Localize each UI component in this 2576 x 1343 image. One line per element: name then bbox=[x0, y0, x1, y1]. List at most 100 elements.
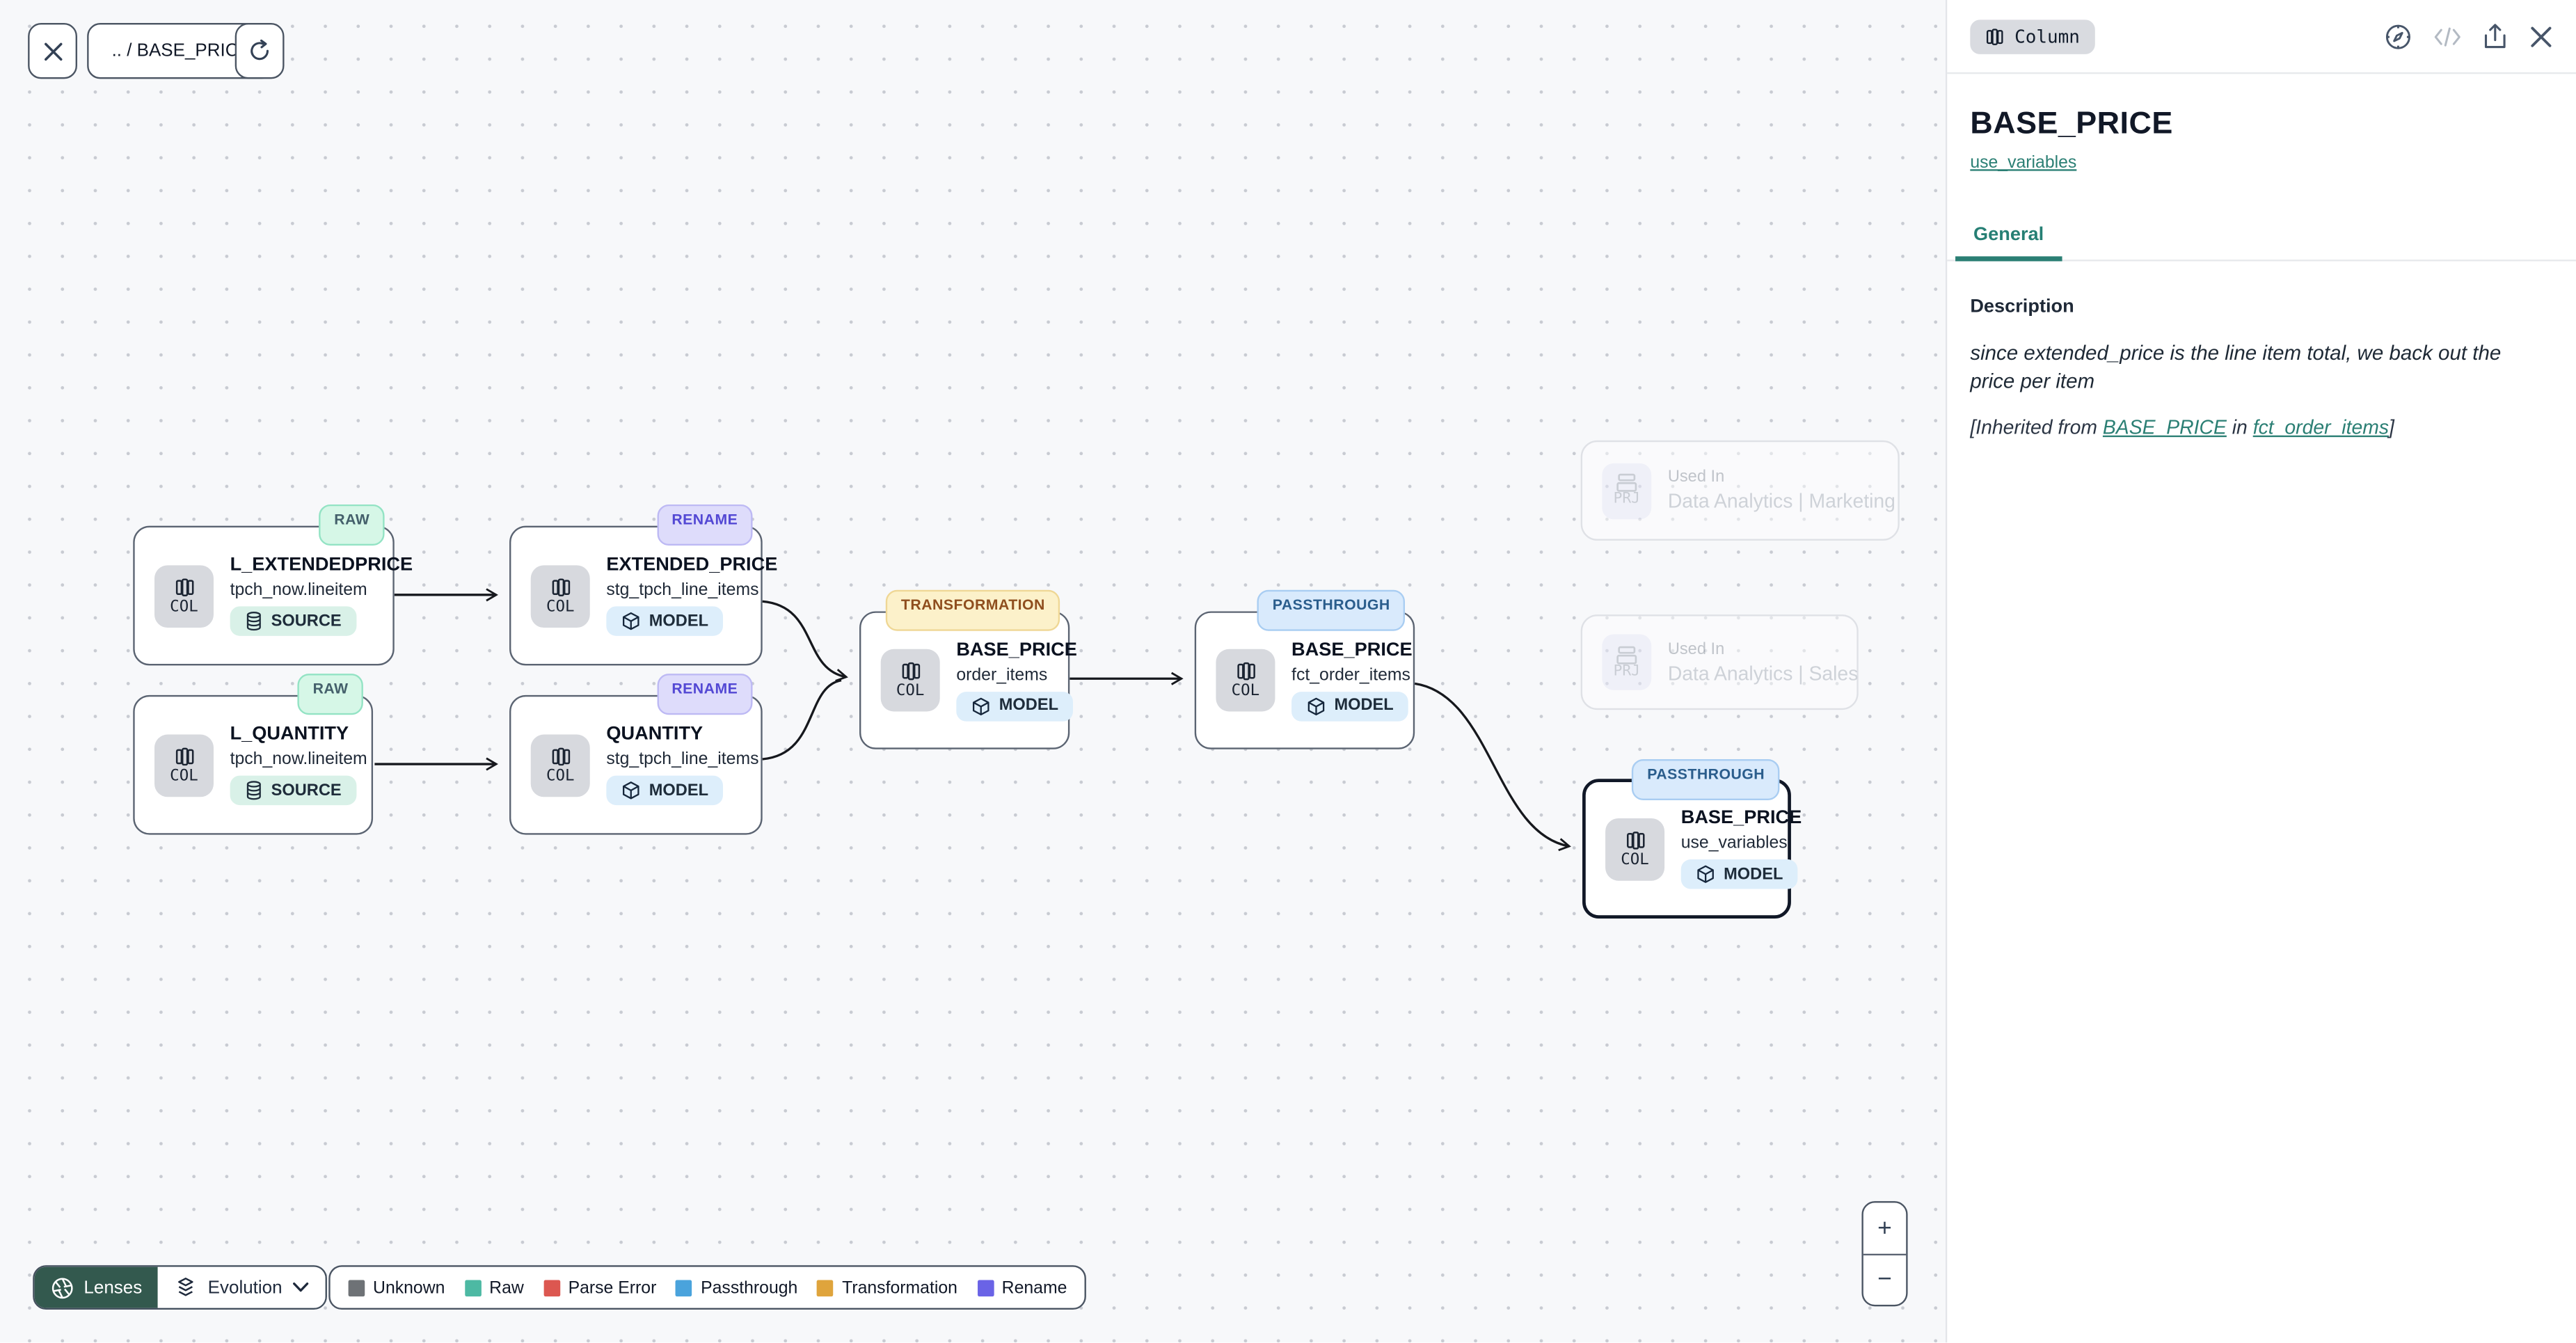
zoom-controls: + − bbox=[1861, 1201, 1908, 1307]
column-type-chip: COL bbox=[1605, 817, 1665, 880]
project-chip-label: PRJ bbox=[1613, 662, 1640, 680]
close-icon bbox=[2531, 26, 2552, 47]
node-title: BASE_PRICE bbox=[1291, 639, 1413, 660]
node-l-extendedprice[interactable]: RAW COL L_EXTENDEDPRICE tpch_now.lineite… bbox=[133, 504, 413, 666]
source-chip-label: SOURCE bbox=[271, 781, 342, 800]
breadcrumb-label: .. / BASE_PRICE bbox=[111, 41, 251, 61]
node-subtitle: stg_tpch_line_items bbox=[606, 580, 759, 600]
panel-header-icons bbox=[2384, 22, 2553, 50]
lineage-canvas[interactable]: .. / BASE_PRICE PRJ Used In Data Analyti… bbox=[0, 0, 1946, 1343]
column-type-chip: COL bbox=[530, 564, 590, 627]
share-icon bbox=[2484, 23, 2506, 47]
cube-icon bbox=[972, 697, 989, 715]
column-icon bbox=[175, 747, 193, 765]
node-base-price-fct-order-items[interactable]: PASSTHROUGH COL BASE_PRICE fct_order_ite… bbox=[1194, 589, 1415, 749]
column-chip-label: COL bbox=[170, 766, 198, 785]
lenses-button-label: Lenses bbox=[84, 1277, 143, 1298]
node-subtitle: fct_order_items bbox=[1291, 665, 1410, 685]
column-icon bbox=[551, 747, 569, 765]
column-type-chip: COL bbox=[154, 733, 214, 797]
used-in-title: Data Analytics | Marketing bbox=[1667, 489, 1895, 513]
inherited-mid: in bbox=[2226, 415, 2253, 439]
edge-fct-order-items-to-use-variables bbox=[1414, 682, 1571, 852]
column-chip-label: COL bbox=[170, 597, 198, 616]
model-chip: MODEL bbox=[606, 606, 724, 636]
description-text: since extended_price is the line item to… bbox=[1970, 342, 2502, 393]
legend-item: Transformation bbox=[817, 1278, 957, 1297]
model-chip: MODEL bbox=[1291, 690, 1408, 721]
explore-button[interactable] bbox=[2384, 22, 2412, 50]
column-type-chip: COL bbox=[1216, 649, 1275, 712]
aperture-icon bbox=[51, 1277, 73, 1298]
legend: Unknown Raw Parse Error Passthrough Tran… bbox=[328, 1265, 1087, 1310]
legend-swatch-parse-error bbox=[543, 1279, 560, 1296]
zoom-out-button[interactable]: − bbox=[1877, 1265, 1892, 1294]
node-base-price-use-variables[interactable]: PASSTHROUGH COL BASE_PRICE use_variables… bbox=[1582, 758, 1802, 919]
node-title: L_EXTENDEDPRICE bbox=[230, 555, 413, 575]
node-title: BASE_PRICE bbox=[956, 639, 1077, 660]
model-link[interactable]: use_variables bbox=[1970, 152, 2077, 173]
column-type-chip: COL bbox=[530, 733, 590, 797]
tab-general[interactable]: General bbox=[1955, 215, 2062, 262]
inherited-suffix: ] bbox=[2388, 415, 2394, 439]
legend-item: Rename bbox=[977, 1278, 1067, 1297]
node-quantity[interactable]: RENAME COL QUANTITY stg_tpch_line_items … bbox=[509, 674, 763, 835]
cube-icon bbox=[623, 781, 639, 800]
node-l-quantity[interactable]: RAW COL L_QUANTITY tpch_now.lineitem SOU… bbox=[133, 674, 374, 835]
node-badge: RAW bbox=[319, 504, 385, 546]
inherited-prefix: [Inherited from bbox=[1970, 415, 2103, 439]
project-chip: PRJ bbox=[1602, 462, 1652, 519]
layers-icon bbox=[179, 1276, 194, 1296]
source-chip-label: SOURCE bbox=[271, 612, 342, 630]
cube-icon bbox=[1307, 697, 1325, 715]
node-subtitle: stg_tpch_line_items bbox=[606, 749, 759, 770]
compass-icon bbox=[2385, 24, 2410, 49]
view-code-button[interactable] bbox=[2433, 26, 2461, 47]
panel-title: BASE_PRICE bbox=[1970, 106, 2173, 142]
node-title: L_QUANTITY bbox=[230, 724, 349, 745]
lenses-button[interactable]: Lenses bbox=[34, 1266, 159, 1308]
column-chip-label: COL bbox=[896, 681, 925, 700]
node-subtitle: tpch_now.lineitem bbox=[230, 749, 367, 770]
edge-extended-price-to-base-price bbox=[762, 600, 848, 682]
description-label: Description bbox=[1970, 297, 2074, 317]
legend-swatch-raw bbox=[464, 1279, 482, 1296]
node-base-price-order-items[interactable]: TRANSFORMATION COL BASE_PRICE order_item… bbox=[859, 589, 1077, 749]
close-lineage-button[interactable] bbox=[28, 23, 77, 79]
project-chip: PRJ bbox=[1602, 634, 1652, 690]
close-icon bbox=[43, 42, 62, 60]
used-in-label: Used In bbox=[1667, 639, 1725, 658]
zoom-in-button[interactable]: + bbox=[1863, 1203, 1907, 1255]
inherited-column-link[interactable]: BASE_PRICE bbox=[2102, 415, 2227, 439]
column-type-chip: COL bbox=[880, 649, 940, 712]
lens-dropdown[interactable]: Evolution bbox=[158, 1266, 325, 1308]
node-extended-price[interactable]: RENAME COL EXTENDED_PRICE stg_tpch_line_… bbox=[509, 504, 777, 666]
refresh-button[interactable] bbox=[234, 23, 285, 79]
node-badge: PASSTHROUGH bbox=[1632, 758, 1780, 801]
model-chip-label: MODEL bbox=[649, 612, 709, 630]
node-badge: RAW bbox=[298, 674, 363, 715]
model-chip-label: MODEL bbox=[649, 781, 709, 800]
database-icon bbox=[246, 781, 261, 800]
refresh-icon bbox=[251, 39, 269, 61]
model-chip-label: MODEL bbox=[1724, 865, 1783, 884]
share-button[interactable] bbox=[2483, 22, 2507, 50]
close-panel-button[interactable] bbox=[2529, 24, 2553, 48]
legend-item: Unknown bbox=[348, 1278, 445, 1297]
legend-swatch-rename bbox=[977, 1279, 994, 1296]
node-badge: RENAME bbox=[657, 504, 753, 546]
column-chip-label: COL bbox=[1621, 850, 1649, 868]
inherited-model-link[interactable]: fct_order_items bbox=[2252, 415, 2389, 439]
column-chip-label: COL bbox=[1231, 681, 1260, 700]
column-icon bbox=[175, 578, 193, 596]
inherited-note: [Inherited from BASE_PRICE in fct_order_… bbox=[1970, 415, 2553, 438]
database-icon bbox=[246, 612, 261, 631]
cube-icon bbox=[1697, 865, 1714, 883]
column-icon bbox=[551, 578, 569, 596]
legend-label: Passthrough bbox=[701, 1277, 798, 1298]
column-icon bbox=[901, 662, 919, 681]
legend-label: Raw bbox=[489, 1277, 524, 1298]
column-chip-label: COL bbox=[546, 597, 575, 616]
model-chip: MODEL bbox=[606, 775, 724, 806]
